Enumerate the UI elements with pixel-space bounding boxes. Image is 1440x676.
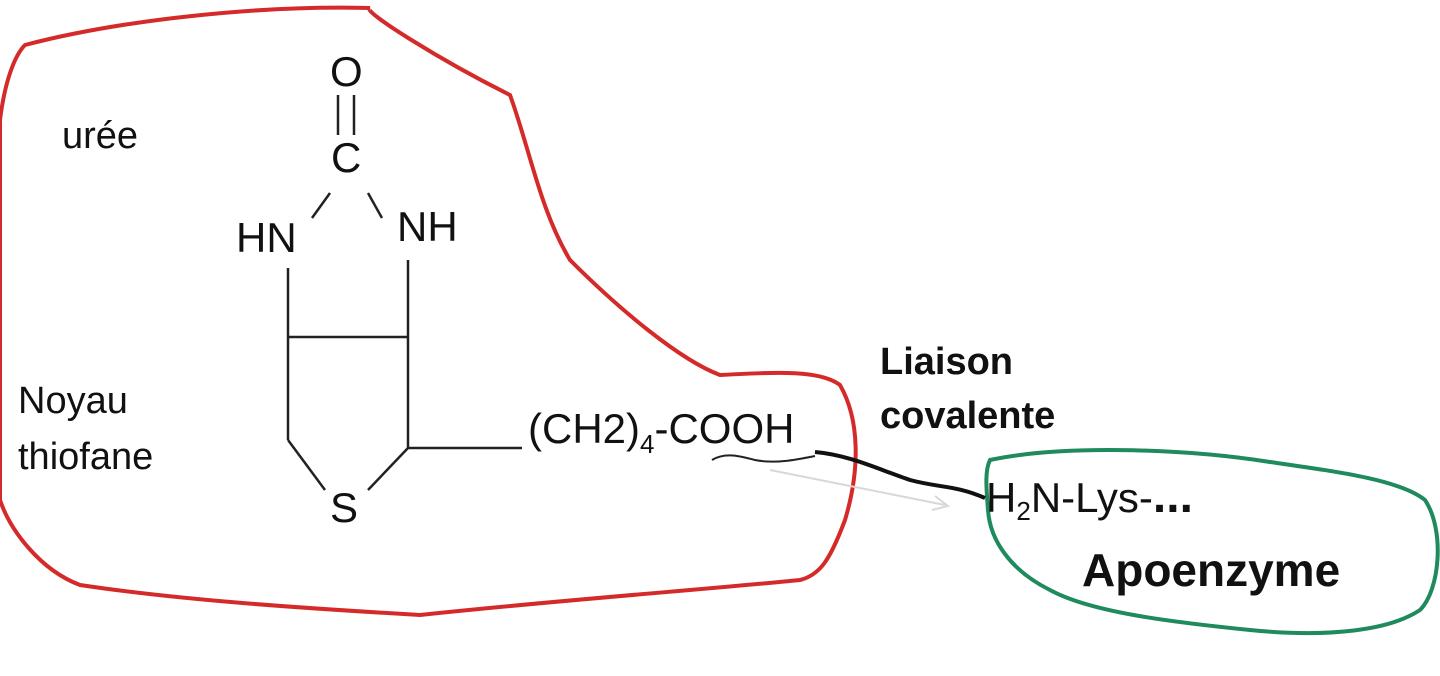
chain-prefix: (CH2) [528, 405, 640, 452]
faint-arrow-head [931, 495, 951, 511]
apoenzyme-outline [984, 448, 1440, 636]
noyau-label-line1: Noyau [18, 380, 128, 422]
carbon-atom: C [331, 134, 361, 181]
h-subscript: 2 [1016, 496, 1030, 526]
chain-suffix: -COOH [654, 405, 794, 452]
noyau-label-line2: thiofane [18, 436, 153, 478]
oxygen-atom: O [330, 48, 363, 95]
faint-arrow [769, 469, 946, 506]
apoenzyme-label: Apoenzyme [1082, 544, 1340, 596]
liaison-label-line1: Liaison [880, 341, 1013, 383]
bond-right-s [367, 447, 409, 491]
uree-label: urée [62, 115, 138, 157]
nh-left-atom: HN [236, 214, 297, 261]
tilde-mark [711, 454, 816, 463]
covalent-bond-line [814, 450, 986, 500]
lysine-group-text: H2N-Lys-... [986, 470, 1193, 526]
h-atom: H [986, 474, 1016, 521]
biotin-outline [0, 5, 858, 618]
ellipsis: ... [1153, 470, 1193, 523]
side-chain-text: (CH2)4-COOH [528, 405, 794, 459]
lys-rest: N-Lys- [1031, 474, 1153, 521]
liaison-label-line2: covalente [880, 395, 1055, 437]
bond-left-s [286, 439, 327, 491]
bond-c-nh-left [310, 192, 332, 219]
nh-right-atom: NH [397, 203, 458, 250]
chain-subscript: 4 [640, 429, 654, 459]
sulfur-atom: S [330, 484, 358, 531]
bond-c-nh-right [366, 192, 384, 219]
